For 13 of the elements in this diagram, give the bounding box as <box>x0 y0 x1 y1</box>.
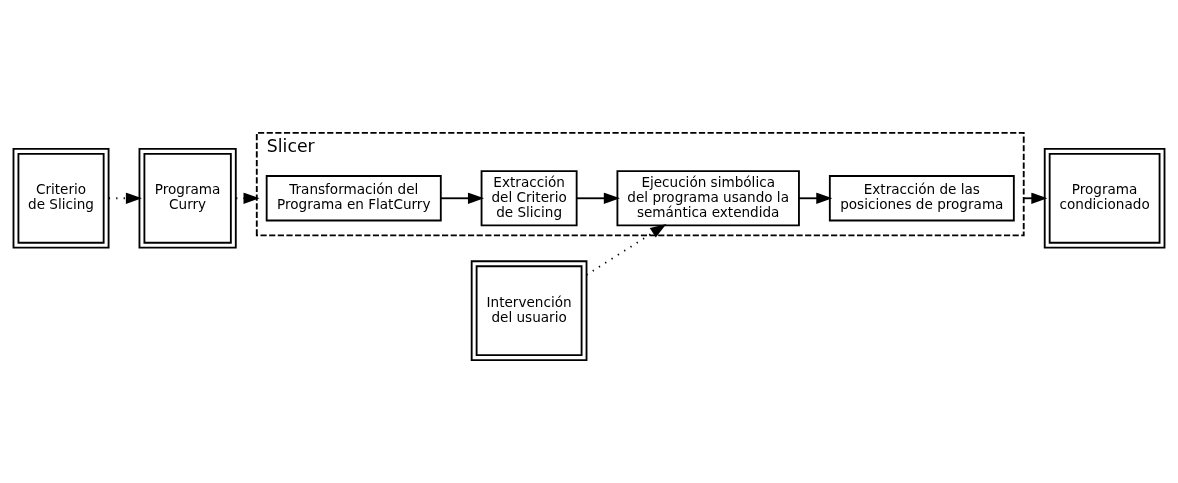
arrow <box>585 224 667 276</box>
node-box: Transformación del Programa en FlatCurry <box>265 175 442 222</box>
node-box: Programa condicionado <box>1043 147 1166 249</box>
arrow <box>798 192 833 204</box>
node-box: Criterio de Slicing <box>12 147 110 249</box>
arrow <box>440 192 484 204</box>
node-box: Extracción de las posiciones de programa <box>828 175 1015 222</box>
arrow <box>575 192 620 204</box>
node-box: Ejecución simbólica del programa usando la semántica extendida <box>616 170 800 227</box>
node-box: Intervención del usuario <box>470 260 588 361</box>
node-box: Extracción del Criterio de Slicing <box>480 170 578 227</box>
arrow <box>1022 192 1048 204</box>
node-box: Programa Curry <box>138 147 237 249</box>
